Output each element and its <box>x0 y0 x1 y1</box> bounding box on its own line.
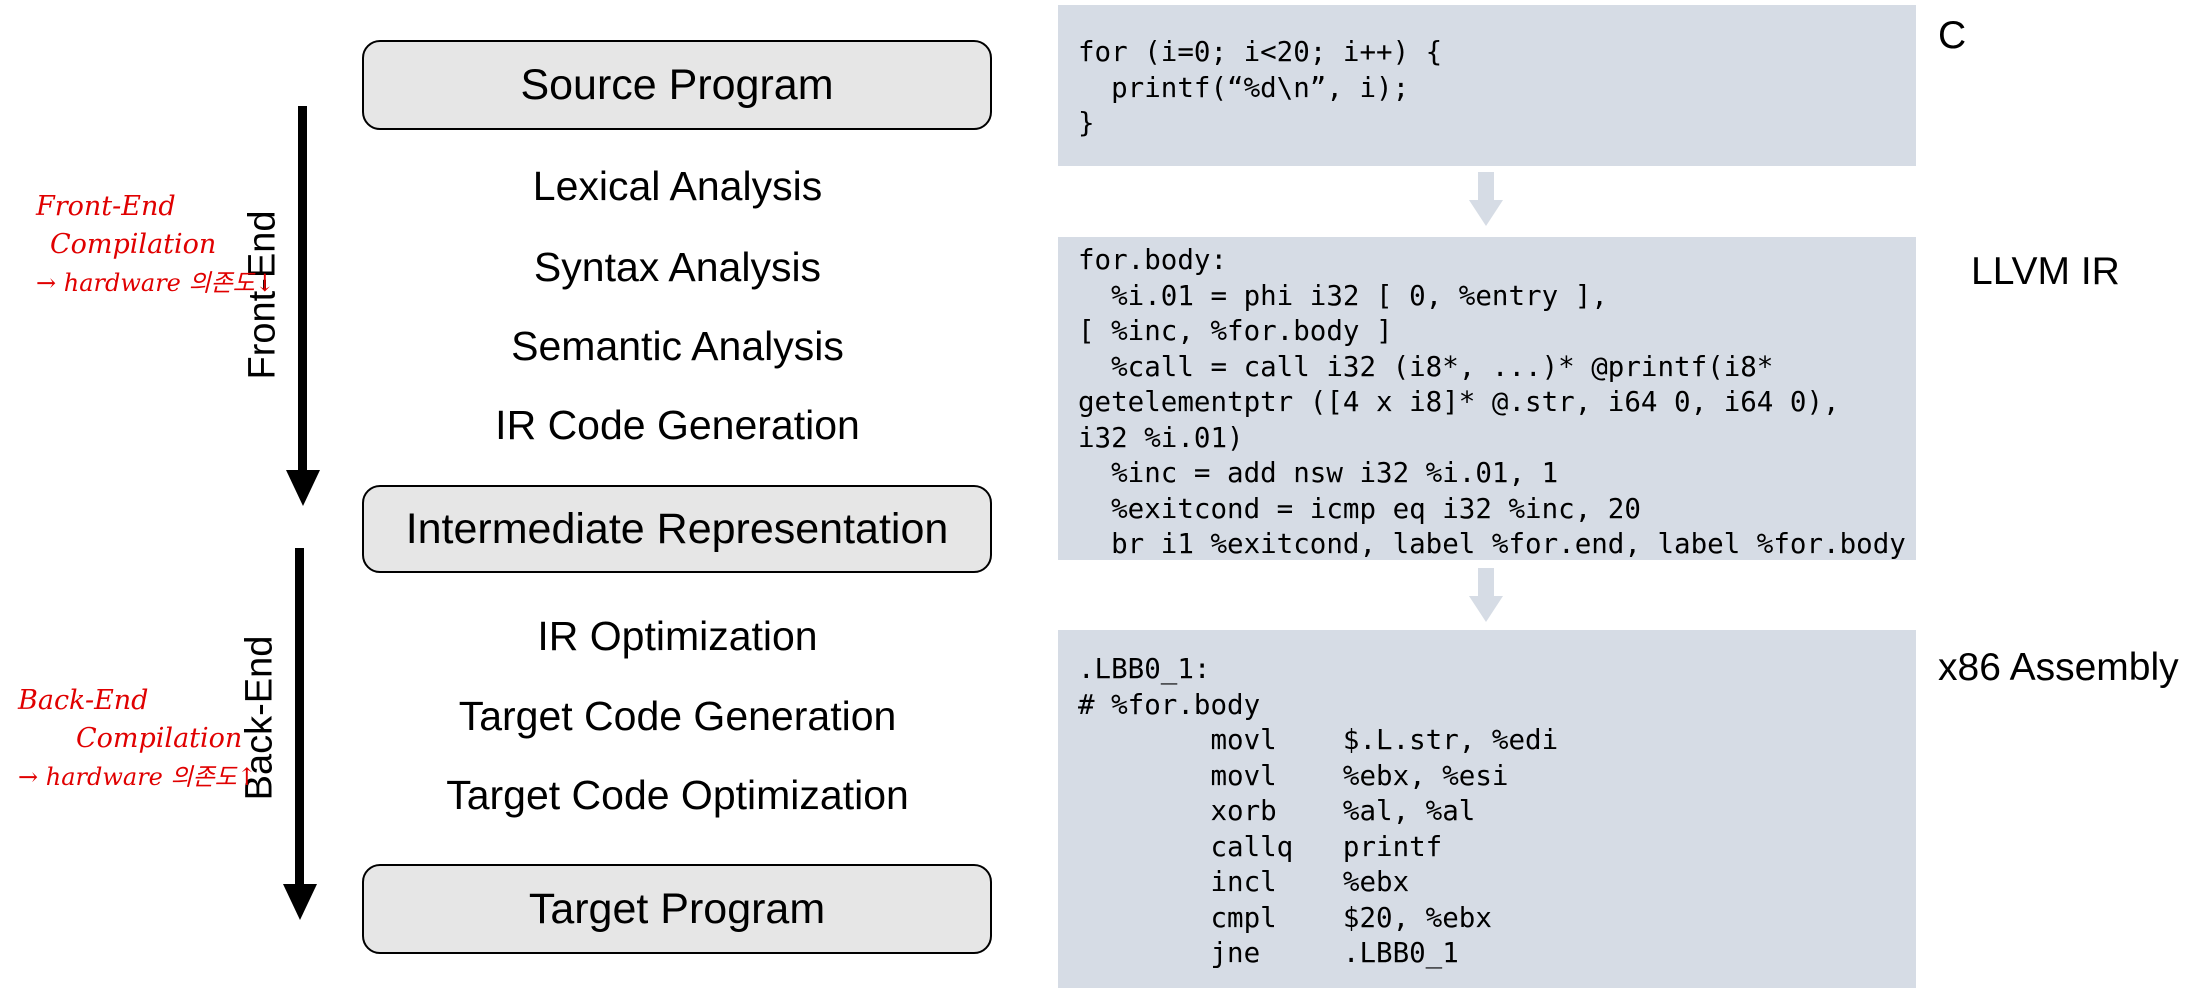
front-end-arrow-shaft <box>298 106 307 476</box>
c-label: C <box>1938 14 1967 57</box>
back-end-arrow-head <box>283 884 317 920</box>
front-end-step: Lexical Analysis <box>532 163 823 209</box>
back-end-step: Target Code Generation <box>458 693 897 739</box>
source-program-label: Source Program <box>520 60 834 109</box>
x86-assembly-panel: .LBB0_1: # %for.body movl $.L.str, %edi … <box>1058 630 1916 988</box>
down-arrow-icon <box>1469 172 1503 226</box>
front-end-annotation: Front-End Compilation → hardware 의존도↓ <box>36 188 275 302</box>
c-code-panel: for (i=0; i<20; i++) { printf(“%d\n”, i)… <box>1058 5 1916 166</box>
front-end-annotation-line: → hardware 의존도↓ <box>36 269 275 297</box>
down-arrow-icon <box>1469 568 1503 622</box>
back-end-annotation-line: → hardware 의존도↑ <box>18 763 257 791</box>
front-end-step: Syntax Analysis <box>533 244 822 290</box>
target-program-label: Target Program <box>528 884 826 933</box>
back-end-annotation-line: Compilation <box>76 723 243 754</box>
intermediate-representation-box: Intermediate Representation <box>362 485 992 573</box>
front-end-step: Semantic Analysis <box>511 323 844 369</box>
intermediate-representation-label: Intermediate Representation <box>405 504 949 553</box>
front-end-step: IR Code Generation <box>495 402 860 448</box>
x86-assembly-label: x86 Assembly <box>1938 646 2179 689</box>
back-end-annotation: Back-End Compilation → hardware 의존도↑ <box>18 682 257 796</box>
back-end-step: Target Code Optimization <box>446 772 909 818</box>
target-program-box: Target Program <box>362 864 992 954</box>
front-end-annotation-line: Front-End <box>36 191 176 222</box>
back-end-step: IR Optimization <box>537 613 818 659</box>
back-end-annotation-line: Back-End <box>18 685 149 716</box>
llvm-ir-label: LLVM IR <box>1971 250 2120 293</box>
x86-assembly-code: .LBB0_1: # %for.body movl $.L.str, %edi … <box>1078 653 1559 969</box>
back-end-arrow-shaft <box>295 548 304 888</box>
c-code: for (i=0; i<20; i++) { printf(“%d\n”, i)… <box>1078 36 1443 139</box>
source-program-box: Source Program <box>362 40 992 130</box>
llvm-ir-panel: for.body: %i.01 = phi i32 [ 0, %entry ],… <box>1058 237 1916 560</box>
llvm-ir-code: for.body: %i.01 = phi i32 [ 0, %entry ],… <box>1078 244 1906 560</box>
front-end-arrow-head <box>286 470 320 506</box>
front-end-annotation-line: Compilation <box>50 229 217 260</box>
